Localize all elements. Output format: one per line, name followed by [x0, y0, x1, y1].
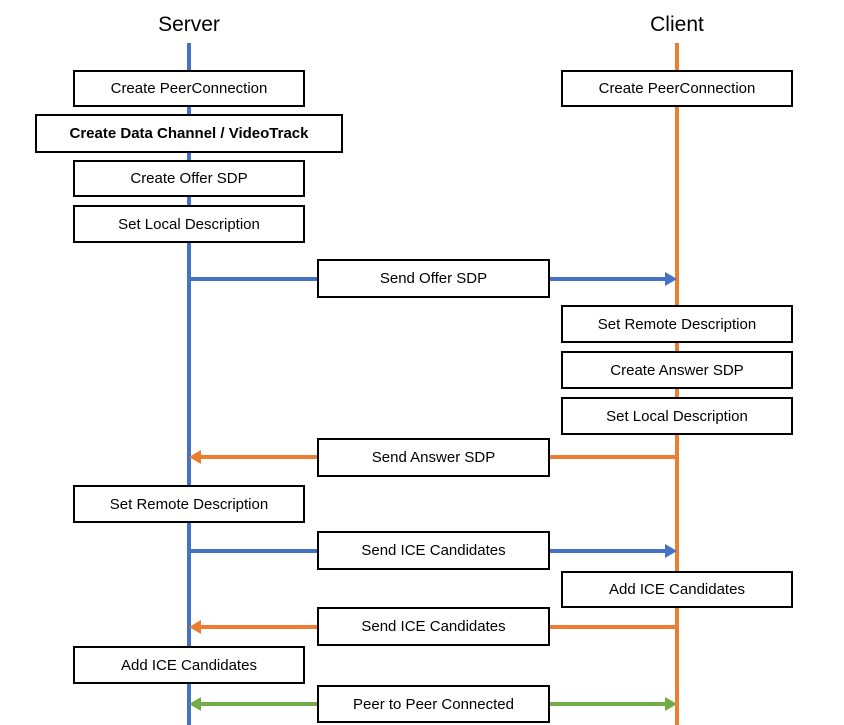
send-offer-sdp-label-box: Send Offer SDP: [317, 259, 550, 298]
send-ice-candidates-client-label-box: Send ICE Candidates: [317, 607, 550, 646]
server-create-datachannel-videotrack-box: Create Data Channel / VideoTrack: [35, 114, 343, 153]
server-set-local-description-box: Set Local Description: [73, 205, 305, 243]
send-answer-sdp-arrowhead-icon: [189, 450, 201, 464]
server-set-remote-description-box: Set Remote Description: [73, 485, 305, 523]
send-answer-sdp-label-box: Send Answer SDP: [317, 438, 550, 477]
server-lane-title: Server: [158, 13, 220, 36]
p2p-connected-right-arrowhead-icon: [665, 697, 677, 711]
client-add-ice-candidates-box: Add ICE Candidates: [561, 571, 793, 608]
server-add-ice-candidates-box: Add ICE Candidates: [73, 646, 305, 684]
p2p-connected-left-arrowhead-icon: [189, 697, 201, 711]
client-create-answer-sdp-box: Create Answer SDP: [561, 351, 793, 389]
peer-to-peer-connected-label-box: Peer to Peer Connected: [317, 685, 550, 723]
send-ice-client-arrowhead-icon: [189, 620, 201, 634]
send-ice-server-arrowhead-icon: [665, 544, 677, 558]
server-lifeline: [187, 43, 191, 725]
send-offer-sdp-arrowhead-icon: [665, 272, 677, 286]
client-create-peerconnection-box: Create PeerConnection: [561, 70, 793, 107]
client-lane-title: Client: [650, 13, 704, 36]
server-create-peerconnection-box: Create PeerConnection: [73, 70, 305, 107]
client-set-local-description-box: Set Local Description: [561, 397, 793, 435]
send-ice-candidates-server-label-box: Send ICE Candidates: [317, 531, 550, 570]
server-create-offer-sdp-box: Create Offer SDP: [73, 160, 305, 197]
client-set-remote-description-box: Set Remote Description: [561, 305, 793, 343]
